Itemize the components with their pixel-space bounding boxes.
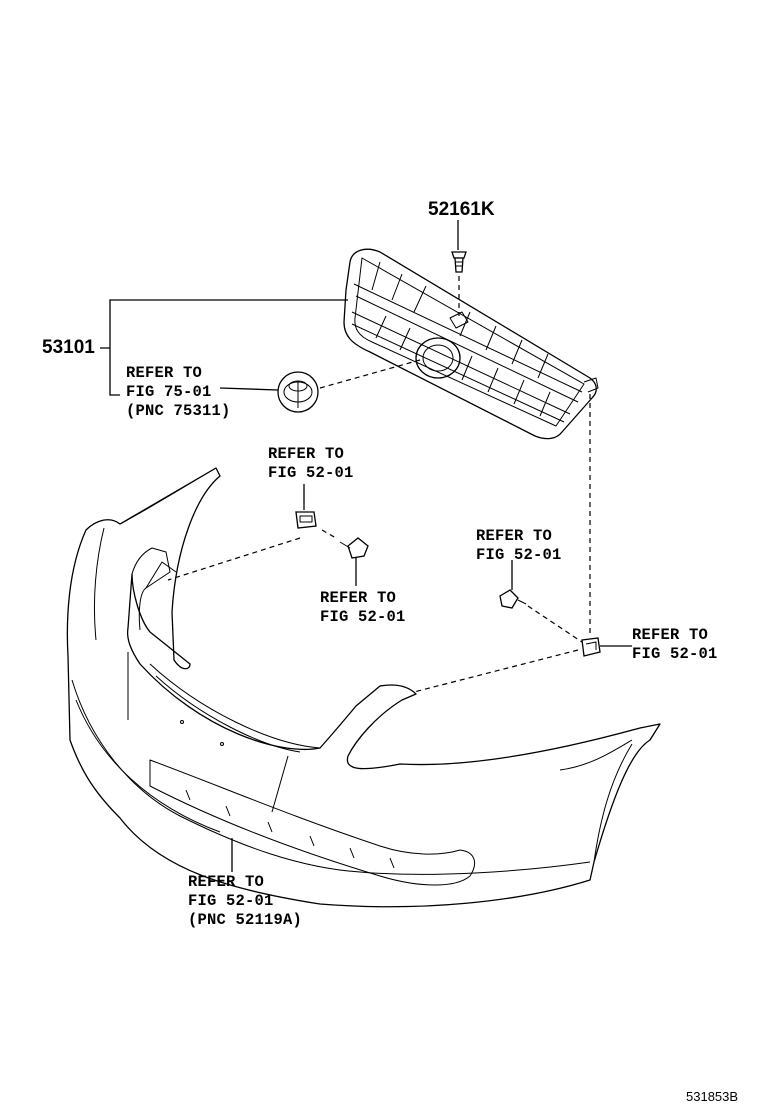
grille-clip[interactable] (451, 251, 467, 273)
toyota-emblem[interactable] (277, 371, 319, 413)
reference-line: REFER TO (268, 445, 345, 463)
reference-line: FIG 75-01 (126, 383, 212, 401)
front-bumper-cover[interactable] (66, 467, 661, 908)
clip-part-number: 52161K (428, 199, 495, 220)
reference-line: FIG 52-01 (320, 608, 406, 626)
emblem-leader-line (219, 387, 279, 391)
screw-right-reference: REFER TO FIG 52-01 (476, 527, 562, 565)
reference-line: FIG 52-01 (268, 464, 354, 482)
reference-line: REFER TO (632, 626, 709, 644)
reference-line: FIG 52-01 (476, 546, 562, 564)
bumper-screw-right[interactable] (499, 589, 527, 609)
bumper-nut-right[interactable] (581, 637, 601, 657)
bumper-bracket-clip[interactable] (295, 511, 317, 529)
reference-line: REFER TO (188, 873, 265, 891)
screw-left-reference: REFER TO FIG 52-01 (320, 589, 406, 627)
reference-line: (PNC 75311) (126, 402, 231, 420)
grille-leader-bracket (100, 299, 348, 396)
bumper-reference: REFER TO FIG 52-01 (PNC 52119A) (188, 873, 302, 930)
reference-line: REFER TO (126, 364, 203, 382)
reference-line: FIG 52-01 (188, 892, 274, 910)
bracket-clip-reference: REFER TO FIG 52-01 (268, 445, 354, 483)
illustration-code: 531853B (686, 1089, 739, 1104)
left-dashed-lines (167, 529, 337, 581)
nut-to-bumper-dashed (413, 649, 579, 693)
reference-line: (PNC 52119A) (188, 911, 303, 929)
screw-right-dashed (527, 605, 583, 643)
emblem-dashed-line (319, 359, 421, 389)
radiator-grille[interactable] (343, 248, 599, 440)
emblem-reference: REFER TO FIG 75-01 (PNC 75311) (126, 364, 231, 421)
reference-line: FIG 52-01 (632, 645, 718, 663)
nut-right-reference: REFER TO FIG 52-01 (632, 626, 718, 664)
reference-line: REFER TO (476, 527, 553, 545)
reference-line: REFER TO (320, 589, 397, 607)
grille-part-number: 53101 (42, 337, 95, 358)
bumper-screw-left[interactable] (339, 537, 369, 559)
